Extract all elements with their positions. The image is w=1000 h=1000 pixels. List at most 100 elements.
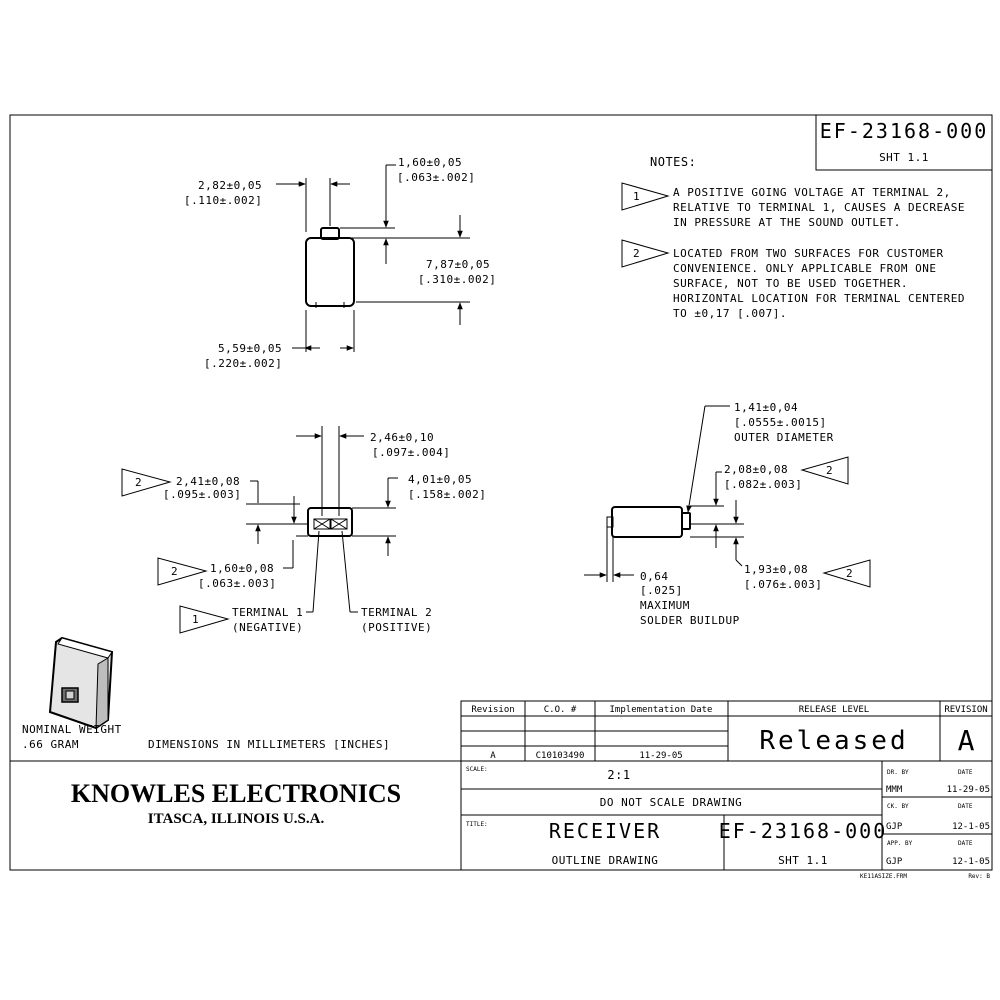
company-location: ITASCA, ILLINOIS U.S.A.	[148, 811, 325, 827]
svg-text:2: 2	[826, 464, 833, 477]
rev-header-co: C.O. #	[544, 705, 577, 715]
revision-table: Revision C.O. # Implementation Date A C1…	[460, 700, 993, 762]
dim-outer-diameter-in: [.0555±.0015]	[734, 416, 827, 429]
revision-label: REVISION	[944, 705, 987, 715]
dr-date-label: DATE	[958, 769, 973, 776]
title-drawing-number: EF-23168-000	[719, 819, 888, 843]
terminal-pad-2	[330, 518, 348, 530]
dim-b-flag: 2	[157, 557, 208, 586]
dim-front-width-top-in: [.110±.002]	[184, 194, 262, 207]
note-2-line: CONVENIENCE. ONLY APPLICABLE FROM ONE	[673, 262, 937, 275]
svg-text:2: 2	[135, 476, 142, 489]
ck-by-label: CK. BY	[887, 803, 909, 810]
dim-b-mm: 1,60±0,08	[210, 562, 274, 575]
note-2-line: SURFACE, NOT TO BE USED TOGETHER.	[673, 277, 908, 290]
dim-solder-line-2: SOLDER BUILDUP	[640, 614, 740, 627]
dr-by-label: DR. BY	[887, 769, 909, 776]
dim-depth-mm: 4,01±0,05	[408, 473, 472, 486]
dim-front-width-top-mm: 2,82±0,05	[198, 179, 262, 192]
app-date-label: DATE	[958, 840, 973, 847]
receiver-body-bottom	[307, 507, 353, 537]
rev-row-date: 11-29-05	[639, 751, 682, 761]
dim-terminal-spacing-mm: 2,46±0,10	[370, 431, 434, 444]
svg-text:2: 2	[846, 567, 853, 580]
dim-depth-in: [.158±.002]	[408, 488, 486, 501]
dr-date: 11-29-05	[947, 785, 990, 795]
title-sheet: SHT 1.1	[778, 854, 828, 867]
ck-date-label: DATE	[958, 803, 973, 810]
note-2-line: LOCATED FROM TWO SURFACES FOR CUSTOMER	[673, 247, 944, 260]
svg-text:2: 2	[633, 247, 640, 260]
terminal-2-label: TERMINAL 2	[361, 606, 432, 619]
drawing-number: EF-23168-000	[820, 119, 989, 143]
revision-value: A	[958, 724, 975, 757]
release-level: Released	[759, 726, 908, 756]
dim-d-mm: 1,93±0,08	[744, 563, 808, 576]
note-1-line: IN PRESSURE AT THE SOUND OUTLET.	[673, 216, 901, 229]
template-rev: Rev: B	[968, 873, 990, 880]
front-view: 2,82±0,05 [.110±.002] 1,60±0,05 [.063±.0…	[184, 156, 496, 370]
terminal-1-polarity: (NEGATIVE)	[232, 621, 303, 634]
dim-a-flag: 2	[121, 468, 172, 497]
rev-row-co: C10103490	[536, 751, 585, 761]
note-2-line: HORIZONTAL LOCATION FOR TERMINAL CENTERE…	[673, 292, 965, 305]
dim-c-mm: 2,08±0,08	[724, 463, 788, 476]
sound-outlet-nozzle	[320, 227, 340, 240]
svg-text:2: 2	[171, 565, 178, 578]
side-view: 1,41±0,04 [.0555±.0015] OUTER DIAMETER 2…	[584, 401, 871, 627]
dim-outer-diameter-mm: 1,41±0,04	[734, 401, 798, 414]
rev-header-revision: Revision	[471, 705, 514, 715]
notes: NOTES: 1 A POSITIVE GOING VOLTAGE AT TER…	[621, 155, 965, 320]
dim-b-in: [.063±.003]	[198, 577, 276, 590]
company-name: KNOWLES ELECTRONICS	[71, 779, 401, 808]
notes-heading: NOTES:	[650, 155, 696, 169]
note-1-flag: 1	[621, 182, 670, 211]
dim-a-mm: 2,41±0,08	[176, 475, 240, 488]
dim-c-flag: 2	[800, 456, 849, 485]
dim-solder-in: [.025]	[640, 584, 683, 597]
do-not-scale: DO NOT SCALE DRAWING	[600, 796, 742, 809]
receiver-pictorial	[48, 636, 114, 730]
dim-d-in: [.076±.003]	[744, 578, 822, 591]
units-note: DIMENSIONS IN MILLIMETERS [INCHES]	[148, 738, 390, 751]
terminal-2-polarity: (POSITIVE)	[361, 621, 432, 634]
app-date: 12-1-05	[952, 857, 990, 867]
terminal-stub	[606, 516, 614, 528]
dim-outer-diameter-label: OUTER DIAMETER	[734, 431, 834, 444]
dim-d-flag: 2	[822, 559, 871, 588]
receiver-body-front	[305, 237, 355, 307]
title-value: RECEIVER	[549, 819, 661, 843]
note-2-line: TO ±0,17 [.007].	[673, 307, 787, 320]
receiver-body-side	[611, 506, 683, 538]
ck-by: GJP	[886, 822, 903, 832]
app-by-label: APP. BY	[887, 840, 913, 847]
sheet-border	[9, 114, 993, 871]
sheet-number: SHT 1.1	[879, 151, 929, 164]
scale-value: 2:1	[607, 768, 630, 782]
dim-nozzle-mm: 1,60±0,05	[398, 156, 462, 169]
note-2-flag: 2	[621, 239, 670, 268]
ck-date: 12-1-05	[952, 822, 990, 832]
dim-c-in: [.082±.003]	[724, 478, 802, 491]
dim-solder-line-1: MAXIMUM	[640, 599, 690, 612]
dim-front-height-in: [.310±.002]	[418, 273, 496, 286]
terminal-1-flag: 1	[179, 605, 230, 634]
dim-terminal-spacing-in: [.097±.004]	[372, 446, 450, 459]
app-by: GJP	[886, 857, 903, 867]
bottom-view: 2,46±0,10 [.097±.004] 2 2,41±0,08 [.095±…	[121, 426, 486, 634]
nominal-weight-label: NOMINAL WEIGHT	[22, 723, 122, 736]
dim-front-height-mm: 7,87±0,05	[426, 258, 490, 271]
note-1-line: A POSITIVE GOING VOLTAGE AT TERMINAL 2,	[673, 186, 951, 199]
terminal-1-label: TERMINAL 1	[232, 606, 303, 619]
release-level-label: RELEASE LEVEL	[799, 705, 869, 715]
dim-solder-mm: 0,64	[640, 570, 669, 583]
rev-row-revision: A	[490, 751, 496, 761]
subtitle-value: OUTLINE DRAWING	[552, 854, 659, 867]
note-1-line: RELATIVE TO TERMINAL 1, CAUSES A DECREAS…	[673, 201, 965, 214]
title-label: TITLE:	[466, 821, 488, 828]
svg-text:1: 1	[633, 190, 640, 203]
rev-header-date: Implementation Date	[610, 705, 713, 715]
nominal-weight-value: .66 GRAM	[22, 738, 79, 751]
dim-a-in: [.095±.003]	[163, 488, 241, 501]
